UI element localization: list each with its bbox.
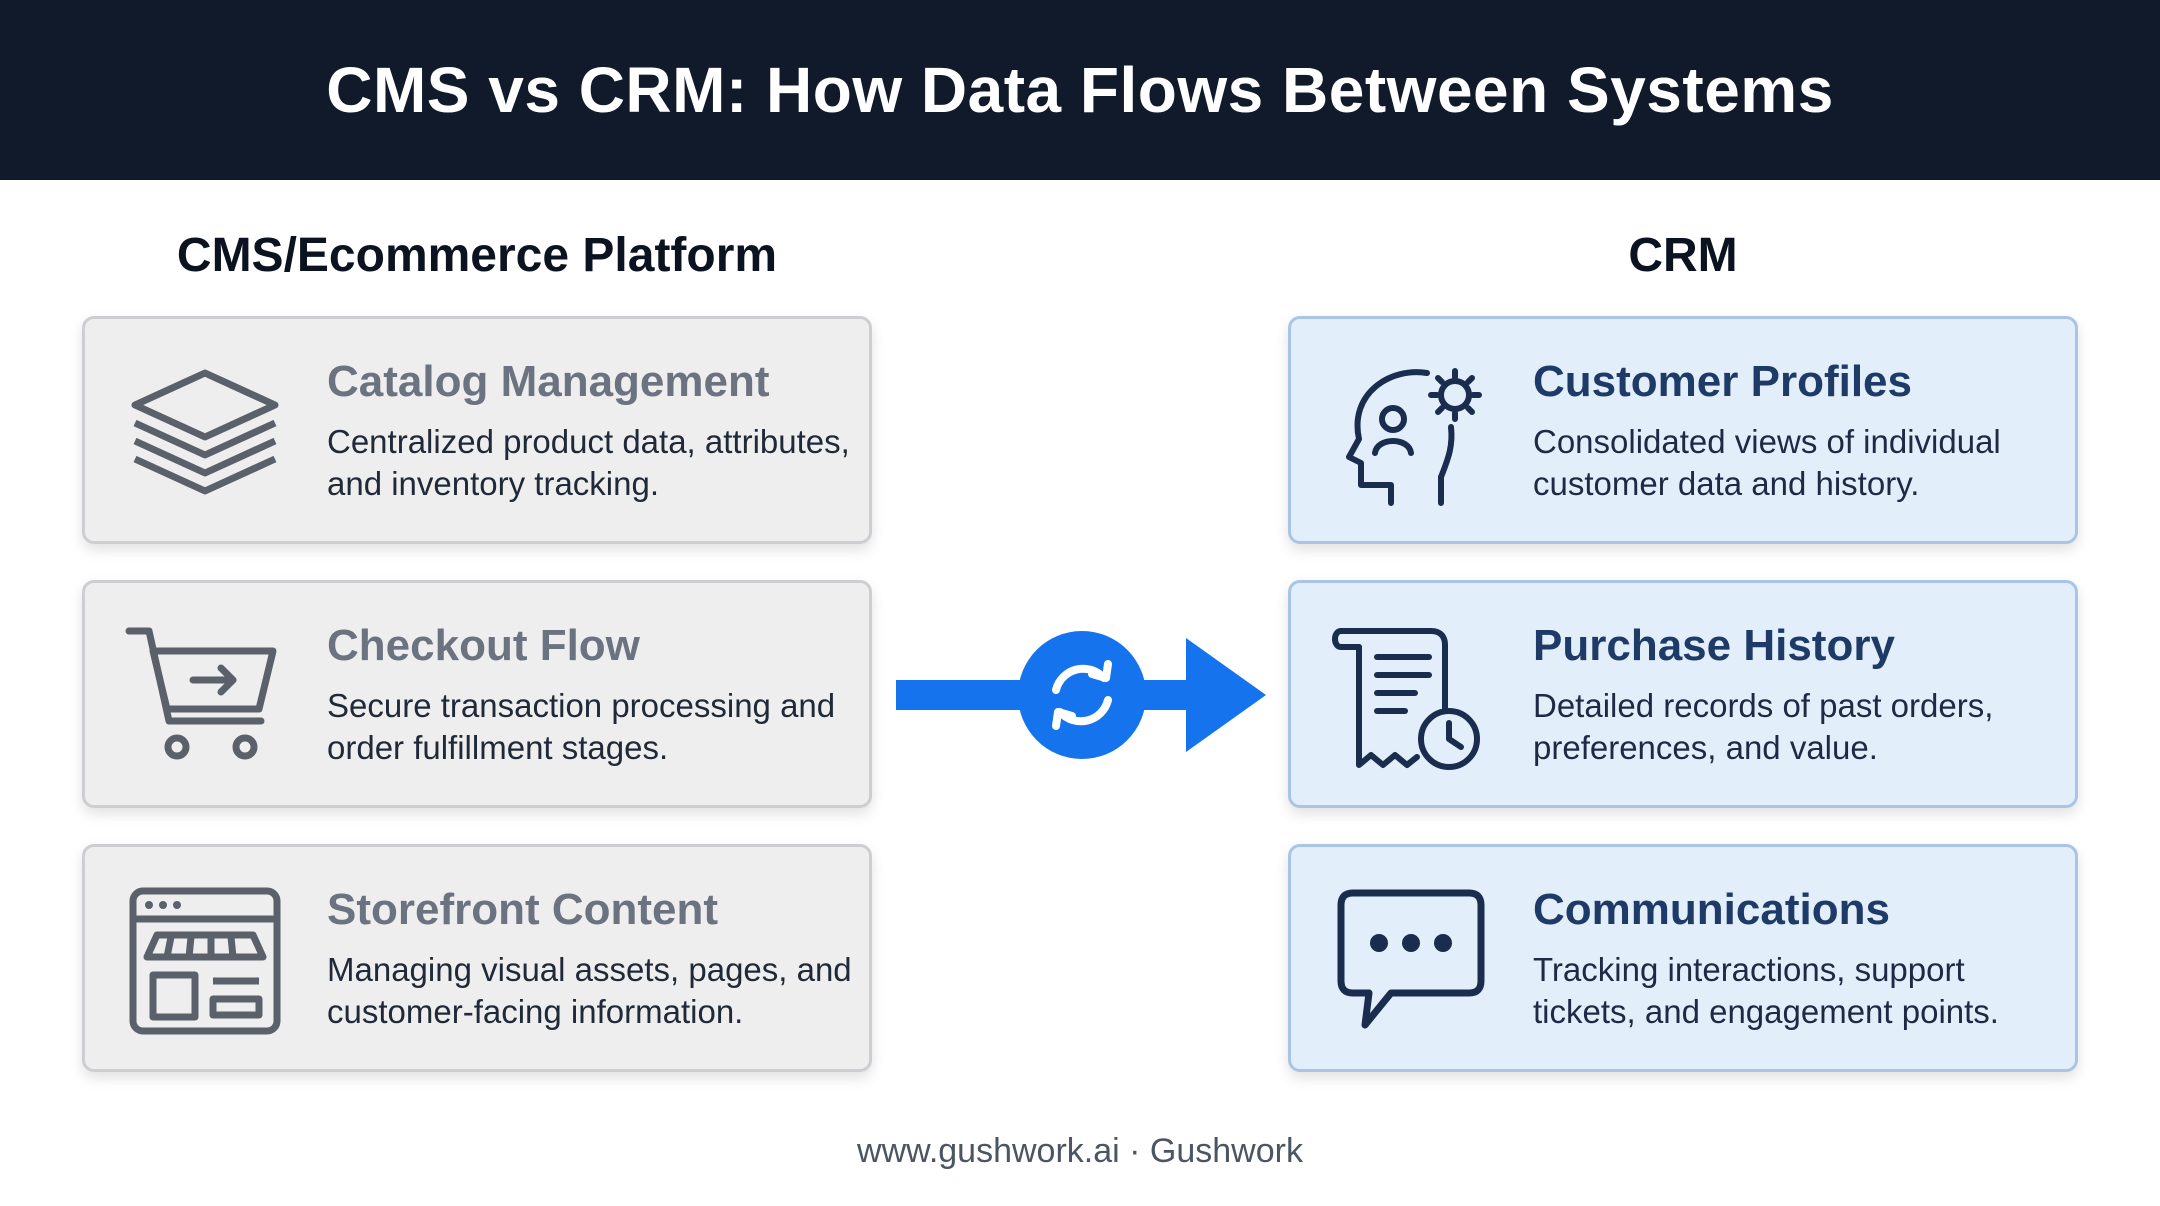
shopping-cart-icon (125, 627, 277, 760)
cms-card-storefront-content: Storefront Content Managing visual asset… (82, 844, 872, 1072)
layers-icon (131, 369, 279, 495)
crm-card-customer-profiles: Customer Profiles Consolidated views of … (1288, 316, 2078, 544)
card-title: Catalog Management (327, 357, 770, 406)
card-description: Detailed records of past orders, prefere… (1533, 687, 1994, 766)
crm-card-communications: Communications Tracking interactions, su… (1288, 844, 2078, 1072)
card-title: Storefront Content (327, 885, 719, 934)
header-banner: CMS vs CRM: How Data Flows Between Syste… (0, 0, 2160, 180)
card-title: Communications (1533, 885, 1890, 934)
card-description: Managing visual assets, pages, and custo… (327, 951, 852, 1030)
card-title: Customer Profiles (1533, 357, 1912, 406)
crm-card-purchase-history: Purchase History Detailed records of pas… (1288, 580, 2078, 808)
sync-icon (1018, 631, 1146, 759)
card-title: Checkout Flow (327, 621, 640, 670)
right-arrow-icon (1186, 638, 1266, 752)
card-description: Consolidated views of individual custome… (1533, 423, 2001, 502)
data-flow-arrow (896, 631, 1266, 759)
card-description: Tracking interactions, support tickets, … (1533, 951, 1999, 1030)
head-gear-icon (1346, 368, 1482, 506)
receipt-clock-icon (1332, 628, 1480, 770)
crm-column-heading: CRM (1628, 229, 1738, 282)
page-title: CMS vs CRM: How Data Flows Between Syste… (326, 54, 1834, 126)
card-title: Purchase History (1533, 621, 1895, 670)
card-description: Secure transaction processing and order … (327, 687, 836, 766)
cms-card-checkout-flow: Checkout Flow Secure transaction process… (82, 580, 872, 808)
cms-card-catalog-management: Catalog Management Centralized product d… (82, 316, 872, 544)
chat-bubble-icon (1337, 889, 1485, 1029)
footer-attribution: www.gushwork.ai · Gushwork (857, 1132, 1303, 1170)
card-description: Centralized product data, attributes, an… (327, 423, 850, 502)
storefront-icon (129, 887, 281, 1035)
cms-column-heading: CMS/Ecommerce Platform (176, 229, 778, 282)
